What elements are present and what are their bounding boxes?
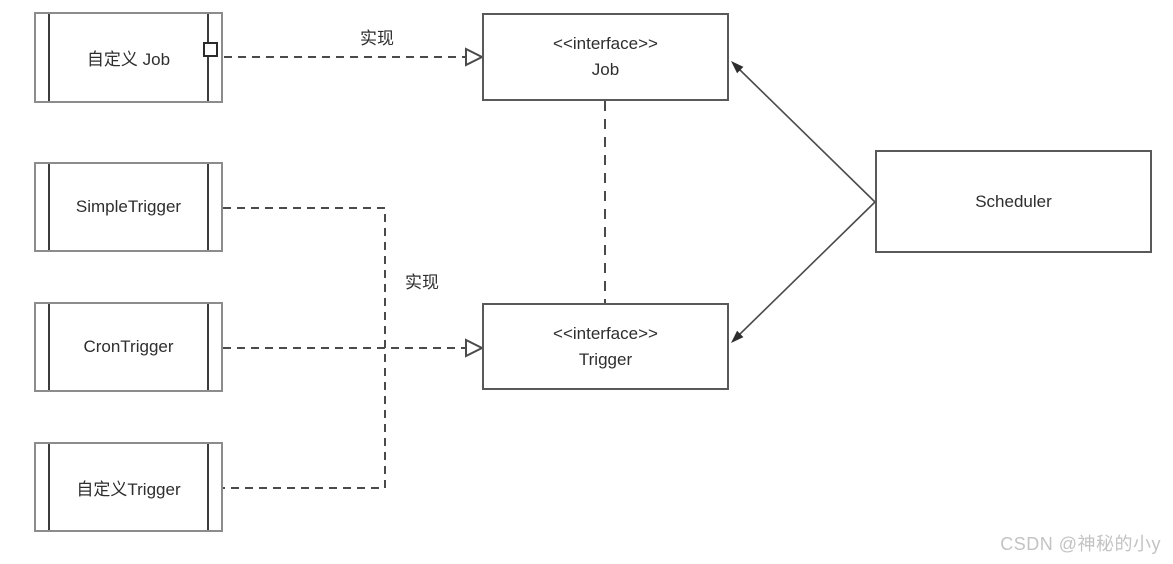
node-trigger-interface: <<interface>> Trigger (482, 303, 729, 390)
csdn-watermark: CSDN @神秘的小y (1000, 534, 1161, 554)
component-bar-left (48, 164, 50, 250)
interface-stereotype: <<interface>> (553, 323, 658, 343)
component-bar-right (207, 444, 209, 530)
node-job-interface: <<interface>> Job (482, 13, 729, 101)
component-bar-right (207, 164, 209, 250)
node-label: 自定义Trigger (76, 479, 181, 499)
edge-label-realization-trigger: 实现 (405, 273, 439, 292)
filled-arrowhead-icon (731, 61, 744, 74)
component-bar-left (48, 304, 50, 390)
component-bar-left (48, 444, 50, 530)
node-scheduler: Scheduler (875, 150, 1152, 253)
interface-name: Trigger (578, 349, 633, 369)
port-square-icon (203, 42, 218, 57)
edge-scheduler-job (738, 68, 876, 203)
hollow-triangle-icon (465, 47, 485, 67)
edge-label-realization-job: 实现 (360, 29, 394, 48)
hollow-triangle-icon (465, 338, 485, 358)
component-bar-right (207, 304, 209, 390)
filled-arrowhead-icon (731, 330, 744, 343)
node-label: Scheduler (975, 191, 1052, 211)
node-custom-trigger: 自定义Trigger (34, 442, 223, 532)
edge-triggers-junction (223, 207, 386, 489)
edge-scheduler-trigger (738, 201, 876, 336)
node-custom-job: 自定义 Job (34, 12, 223, 103)
node-label: 自定义 Job (86, 50, 171, 69)
component-bar-right (207, 14, 209, 101)
interface-stereotype: <<interface>> (553, 34, 658, 53)
node-simple-trigger: SimpleTrigger (34, 162, 223, 252)
node-label: CronTrigger (83, 337, 174, 356)
component-bar-left (48, 14, 50, 101)
node-cron-trigger: CronTrigger (34, 302, 223, 392)
interface-name: Job (591, 60, 620, 79)
node-label: SimpleTrigger (75, 197, 182, 216)
